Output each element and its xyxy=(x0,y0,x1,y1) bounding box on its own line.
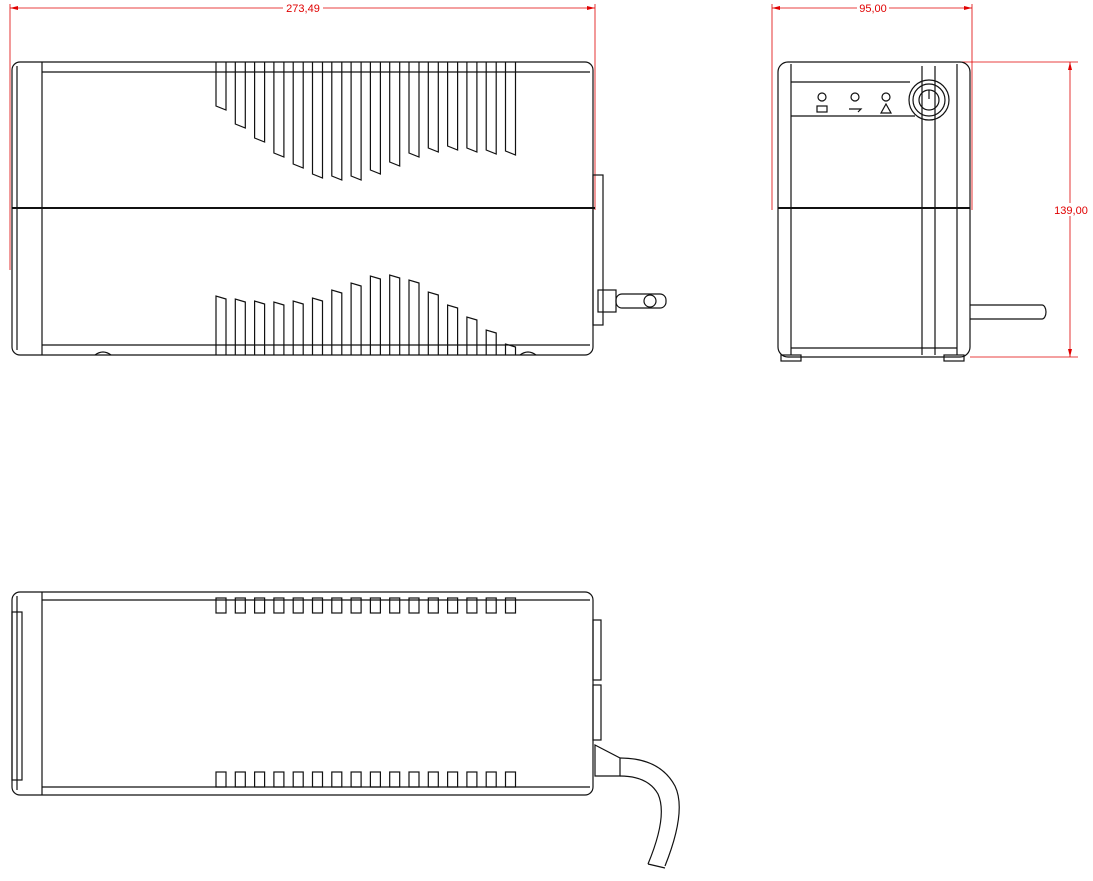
top-vent-slots-front xyxy=(215,597,517,614)
vent-slot xyxy=(234,597,246,614)
upper-vent-slots xyxy=(215,62,517,181)
vent-slot xyxy=(350,282,362,355)
vent-slot xyxy=(427,771,439,788)
vent-slot xyxy=(504,771,517,788)
vent-slot xyxy=(504,597,517,614)
vent-slot xyxy=(504,62,517,156)
vent-slot xyxy=(466,316,478,355)
vent-slot xyxy=(292,597,304,614)
vent-slot xyxy=(215,771,227,788)
vent-slot xyxy=(234,298,246,355)
vent-slot xyxy=(447,62,459,151)
vent-slot xyxy=(389,62,401,167)
vent-slot xyxy=(408,597,420,614)
top-vent-slots-rear xyxy=(215,771,517,788)
vent-slot xyxy=(254,300,266,355)
vent-slot xyxy=(389,274,401,355)
vent-slot xyxy=(331,289,343,355)
vent-slot xyxy=(311,62,324,179)
vent-slot xyxy=(331,62,343,181)
vent-slot xyxy=(447,304,459,355)
power-button[interactable] xyxy=(908,79,950,121)
vent-slot xyxy=(427,291,439,355)
vent-slot xyxy=(369,275,381,355)
vent-slot xyxy=(311,297,324,355)
vent-slot xyxy=(331,597,343,614)
vent-slot xyxy=(466,597,478,614)
vent-slot xyxy=(466,62,478,153)
vent-slot xyxy=(311,771,324,788)
vent-slot xyxy=(485,771,497,788)
vent-slot xyxy=(273,597,285,614)
vent-slot xyxy=(485,62,497,155)
vent-slot xyxy=(254,771,266,788)
vent-slot xyxy=(369,597,381,614)
vent-slot xyxy=(273,62,285,158)
vent-slot xyxy=(215,295,227,355)
ac-line-icon xyxy=(849,108,863,113)
vent-slot xyxy=(447,771,459,788)
vent-slot xyxy=(350,771,362,788)
top-power-cord xyxy=(619,757,680,869)
vent-slot xyxy=(408,62,420,158)
vent-slot xyxy=(447,597,459,614)
vent-slot xyxy=(234,62,246,129)
vent-slot xyxy=(466,771,478,788)
power-cord-plug xyxy=(597,289,667,313)
side-view xyxy=(11,61,667,356)
vent-slot xyxy=(350,597,362,614)
battery-led xyxy=(817,92,827,102)
height-label: 139,00 xyxy=(1054,205,1088,217)
front-view xyxy=(777,61,1047,362)
top-view xyxy=(11,591,680,869)
vent-slot xyxy=(485,597,497,614)
vent-slot xyxy=(254,62,266,143)
vent-slot xyxy=(273,771,285,788)
vent-slot xyxy=(215,62,227,111)
width-label: 95,00 xyxy=(859,3,887,15)
vent-slot xyxy=(331,771,343,788)
vent-slot xyxy=(292,771,304,788)
power-cord xyxy=(970,304,1047,320)
vent-slot xyxy=(273,301,285,355)
vent-slot xyxy=(504,343,517,355)
vent-slot xyxy=(408,771,420,788)
length-label: 273,49 xyxy=(286,3,320,15)
vent-slot xyxy=(292,62,304,169)
lower-vent-slots xyxy=(215,274,517,355)
vent-slot xyxy=(408,279,420,355)
height-dimension: 139,00 xyxy=(960,61,1092,358)
vent-slot xyxy=(485,329,497,355)
width-dimension: 95,00 xyxy=(771,1,973,210)
vent-slot xyxy=(369,771,381,788)
battery-icon xyxy=(816,105,828,113)
vent-slot xyxy=(389,771,401,788)
vent-slot xyxy=(369,62,381,175)
vent-slot xyxy=(427,597,439,614)
warning-icon xyxy=(879,102,893,114)
vent-slot xyxy=(311,597,324,614)
vent-slot xyxy=(389,597,401,614)
vent-slot xyxy=(254,597,266,614)
vent-slot xyxy=(292,300,304,355)
line-led xyxy=(850,92,860,102)
vent-slot xyxy=(427,62,439,153)
length-dimension: 273,49 xyxy=(9,1,596,270)
vent-slot xyxy=(215,597,227,614)
warning-led xyxy=(881,92,891,102)
vent-slot xyxy=(350,62,362,181)
vent-slot xyxy=(234,771,246,788)
